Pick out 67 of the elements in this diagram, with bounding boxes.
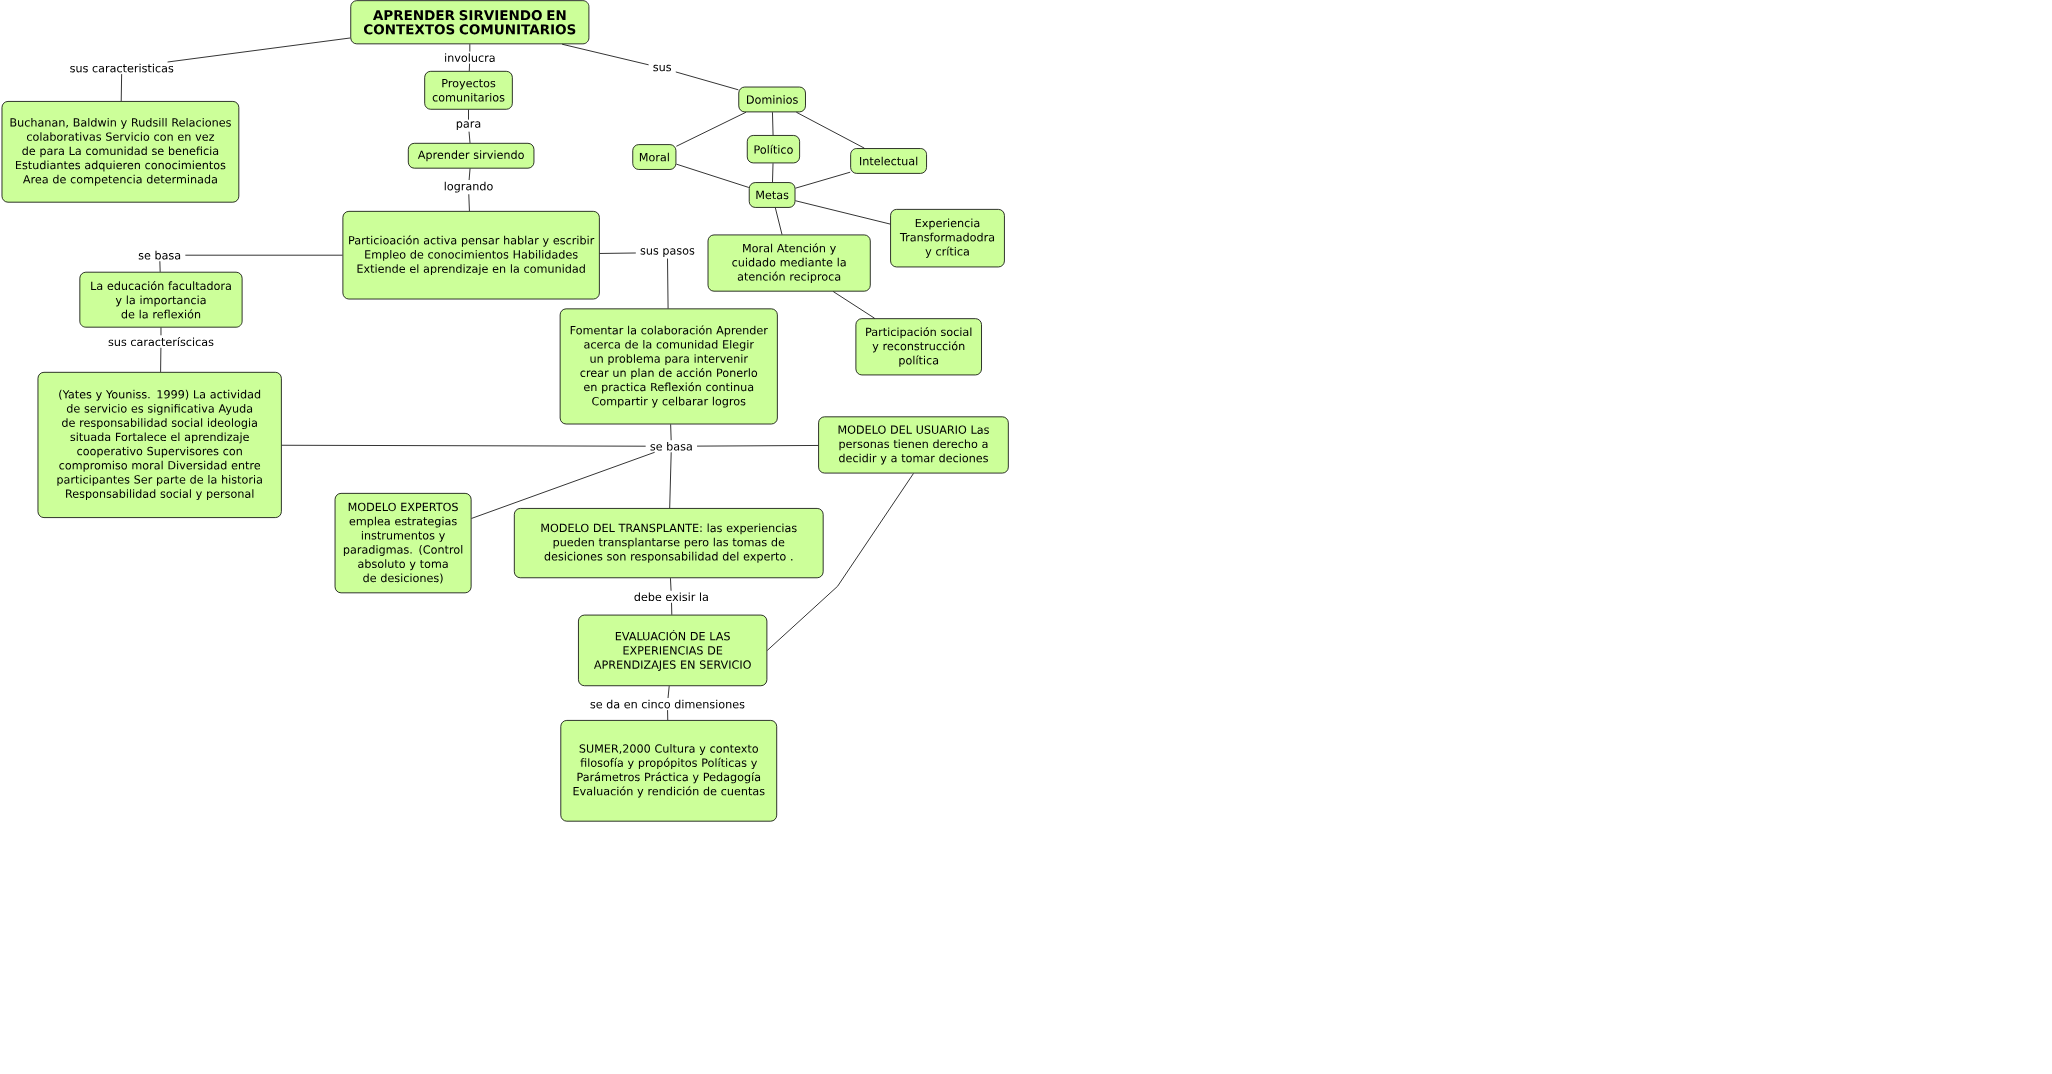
connector-line [675, 111, 747, 147]
linking-phrase: para [456, 121, 481, 130]
concept-box: Buchanan, Baldwin y Rudsill Relaciones colaborativas Servicio con en vez de para La comunidad se beneficia Estudiantes adquieren conocimientos Area de competencia determinada [1, 100, 240, 203]
connector-line [772, 162, 774, 183]
connector-line [667, 709, 669, 721]
connector-line [468, 109, 469, 120]
connector-line [766, 472, 914, 651]
connector-line [468, 167, 471, 181]
concept-box: Intelectual [850, 147, 927, 174]
concept-box: Político [746, 134, 800, 164]
connector-line [675, 163, 750, 188]
connector-line [671, 602, 673, 615]
linking-phrase: se basa [650, 441, 692, 451]
linking-phrase: se da en cinco dimensiones [590, 699, 745, 709]
connector-line [670, 423, 672, 441]
connector-line [669, 451, 672, 509]
concept-box: Metas [748, 181, 796, 208]
title-box: APRENDER SIRVIENDO EN CONTEXTOS COMUNITARIOS [350, 0, 590, 45]
concept-box: Moral Atención y cuidado mediante la atención reciproca [707, 234, 871, 292]
connector-line [774, 207, 783, 235]
concept-box: MODELO DEL USUARIO Las personas tienen derecho a decidir y a tomar deciones [818, 416, 1009, 474]
connector-line [120, 73, 123, 102]
concept-box: Aprender sirviendo [407, 142, 535, 169]
connector-line [667, 257, 669, 309]
connector-line [468, 193, 470, 212]
linking-phrase: logrando [444, 181, 493, 193]
connector-line [832, 291, 875, 319]
connector-line [796, 111, 865, 149]
linking-phrase: se basa [138, 250, 181, 260]
linking-phrase: debe exisir la [634, 592, 708, 601]
connector-line [667, 685, 670, 699]
connector-line [469, 43, 471, 52]
concept-box: Fomentar la colaboración Aprender acerca de la comunidad Elegir un problema para intervenir crear un plan de acción Ponerlo en practica Reflexión continua Compartir y celbarar logros [559, 308, 778, 425]
concept-box: La educación facultadora y la importancia de la reflexión [79, 271, 243, 328]
linking-phrase: involucra [445, 53, 495, 62]
connector-line [184, 254, 343, 256]
concept-box: Experiencia Transformadodra y crítica [890, 208, 1005, 268]
connector-line [167, 37, 351, 63]
connector-line [159, 260, 161, 272]
concept-box: Proyectos comunitarios [424, 70, 513, 110]
linking-phrase: sus [653, 64, 672, 72]
connector-line [670, 577, 672, 591]
concept-box: Particioación activa pensar hablar y escribir Empleo de conocimientos Habilidades Extiende el aprendizaje en la comunidad [342, 210, 600, 300]
connector-line [696, 444, 819, 447]
connector-line [772, 111, 774, 136]
connector-line [468, 63, 470, 72]
connector-line [160, 347, 162, 373]
connector-line [468, 131, 471, 144]
concept-box: Participación social y reconstrucción política [855, 318, 982, 376]
concept-box: MODELO EXPERTOS emplea estrategias instrumentos y paradigmas. (Control absoluto y toma de desiciones) [334, 492, 472, 594]
concept-box: EVALUACIÓN DE LAS EXPERIENCIAS DE APRENDIZAJES EN SERVICIO [578, 614, 768, 686]
connector-line [160, 326, 162, 336]
concept-box: (Yates y Youniss. 1999) La actividad de servicio es significativa Ayuda de responsabilidad social ideologia situada Fortalece el aprendizaje cooperativo Supervisores con compromiso moral Diversidad entre participantes Ser parte de la historia Responsabilidad social y personal [37, 371, 282, 518]
connector-line [795, 200, 891, 225]
linking-phrase: sus pasos [640, 248, 695, 257]
concept-box: Moral [632, 144, 677, 170]
connector-line [281, 444, 647, 447]
linking-phrase: sus caracteríscicas [108, 336, 214, 346]
concept-box: SUMER,2000 Cultura y contexto filosofía y propópitos Políticas y Parámetros Práctica y Pedagogía Evaluación y rendición de cuentas [560, 719, 778, 822]
concept-box: Dominios [738, 86, 806, 113]
connector-line [561, 43, 649, 66]
connector-line [471, 451, 656, 519]
linking-phrase: sus caracteristicas [70, 63, 174, 73]
connector-line [795, 171, 851, 189]
connector-line [675, 71, 739, 91]
connector-line [599, 252, 637, 254]
concept-box: MODELO DEL TRANSPLANTE: las experiencias pueden transplantarse pero las tomas de desiciones son responsabilidad del experto . [513, 507, 824, 578]
